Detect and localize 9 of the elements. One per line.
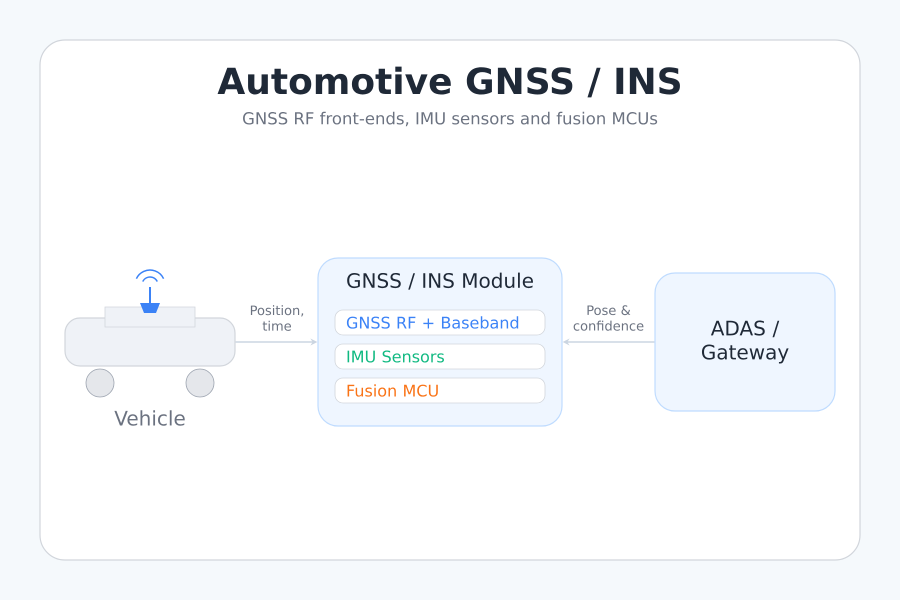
component-box: GNSS RF + Baseband [334, 310, 546, 336]
node-label: Vehicle [114, 410, 185, 426]
edge-label: Pose & confidence [564, 304, 652, 332]
subtitle: GNSS RF front-ends, IMU sensors and fusion MCUs [243, 112, 658, 126]
component-box: Fusion MCU [334, 378, 546, 404]
component-box: IMU Sensors [334, 344, 546, 370]
system-box: ADAS / Gateway [654, 272, 836, 412]
title: Automotive GNSS / INS [218, 66, 680, 98]
edge-label: Position, time [240, 304, 314, 332]
